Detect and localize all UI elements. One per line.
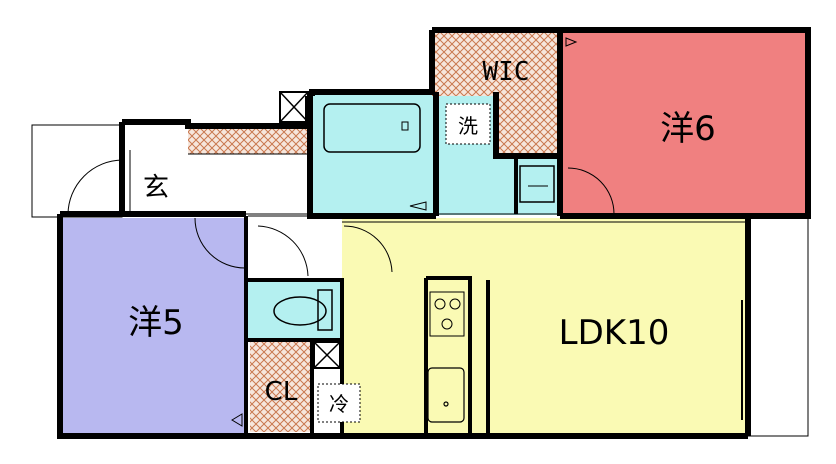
entrance-porch [31,124,123,218]
room-western6-label: 洋6 [660,109,716,149]
wash-basin [519,165,555,203]
door-markers [231,37,578,427]
wic-area-lower [496,96,560,154]
fridge-label: 冷 [329,392,349,416]
closet-area [250,342,310,432]
thin-lines [61,96,807,420]
room-ldk [342,218,746,434]
washer-space [445,103,491,145]
toilet-icon [273,289,333,331]
bathtub [323,103,421,153]
room-western5 [62,218,246,434]
room-western6 [562,32,806,216]
wic-label: WIC [483,57,530,87]
washer-label: 洗 [458,114,478,138]
door-swings [67,159,615,277]
kitchen-sink-icon [427,367,465,423]
closet-label: CL [265,377,298,407]
washroom-lower [496,155,560,215]
walls [57,27,811,439]
room-ldk-label: LDK10 [559,313,670,353]
wic-area [432,32,560,96]
fridge-space [317,383,361,423]
entrance-label: 玄 [143,173,169,203]
stove-icon [429,291,465,337]
hall-storage [188,126,308,154]
bathroom [312,95,436,215]
room-western5-label: 洋5 [128,303,184,343]
right-balcony [747,217,809,437]
